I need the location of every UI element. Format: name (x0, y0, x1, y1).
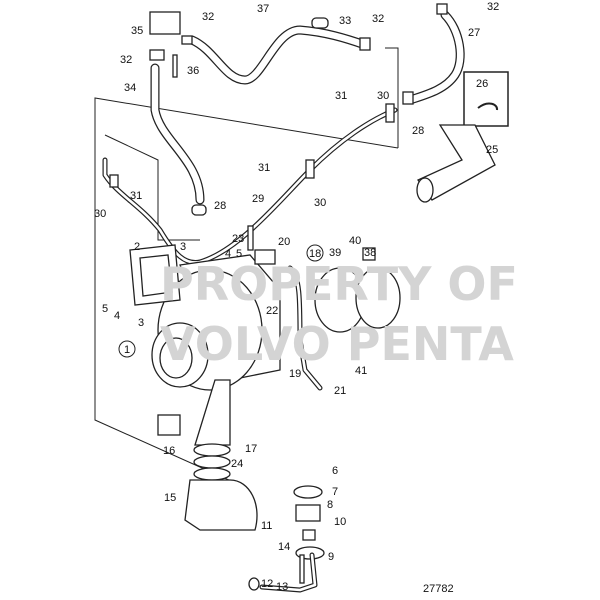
callout-label-21: 21 (334, 385, 346, 397)
hose-34 (150, 63, 205, 205)
bolt-23 (247, 225, 254, 251)
callout-label-36: 36 (187, 65, 199, 77)
callout-label-10: 10 (334, 516, 346, 528)
hose-27 (405, 10, 465, 105)
callout-label-11: 11 (261, 520, 272, 532)
callout-circle (306, 244, 324, 262)
callout-label-30: 30 (94, 208, 106, 220)
callout-label-32: 32 (202, 11, 214, 23)
callout-label-39: 39 (329, 247, 341, 259)
actuator-parts (247, 225, 401, 391)
callout-label-41: 41 (355, 365, 367, 377)
hose-37 (187, 25, 370, 85)
callout-label-7: 7 (332, 486, 338, 498)
assembly-frames (94, 47, 509, 486)
callout-label-33: 33 (339, 15, 351, 27)
clamp-33 (311, 17, 329, 29)
callout-label-18: 18 (309, 248, 321, 260)
callout-label-5: 5 (102, 303, 108, 315)
callout-label-27: 27 (468, 27, 480, 39)
callout-label-30: 30 (314, 197, 326, 209)
callout-label-4: 4 (114, 310, 120, 322)
callout-label-1: 1 (124, 344, 130, 356)
watermark-line-1: PROPERTY OF (160, 257, 518, 311)
oil-return-parts (248, 485, 325, 593)
callout-label-31: 31 (130, 190, 142, 202)
callout-label-2: 2 (134, 241, 140, 253)
bracket-30 (109, 174, 119, 188)
callout-label-25: 25 (486, 144, 498, 156)
clip-26 (477, 102, 499, 111)
callout-label-32: 32 (487, 1, 499, 13)
callout-label-3: 3 (138, 317, 144, 329)
watermark: PROPERTY OF VOLVO PENTA (160, 257, 518, 371)
detail-box-26 (463, 71, 509, 127)
bolt-36 (172, 54, 178, 78)
clamp-32 (359, 37, 371, 51)
bolt-14 (299, 554, 305, 584)
callout-label-19: 19 (289, 368, 301, 380)
block-7 (295, 504, 321, 522)
callout-label-4: 4 (225, 248, 231, 260)
callout-label-32: 32 (372, 13, 384, 25)
callout-label-22: 22 (266, 305, 278, 317)
hose-25 (416, 124, 496, 203)
callout-label-23: 23 (232, 233, 244, 245)
plug-40 (362, 247, 376, 261)
valve-20 (254, 249, 276, 265)
pipe-29 (102, 107, 398, 266)
bracket-30 (305, 159, 315, 179)
clamp-32 (181, 35, 193, 45)
clamp-28 (191, 204, 207, 216)
turbocharger-1 (129, 244, 281, 446)
callout-label-13: 13 (276, 581, 288, 593)
clamp-32 (149, 49, 165, 61)
callout-label-8: 8 (327, 499, 333, 511)
callout-label-26: 26 (476, 78, 488, 90)
gasket-6 (293, 485, 323, 499)
callout-label-28: 28 (412, 125, 424, 137)
callout-label-31: 31 (335, 90, 347, 102)
flange-38 (355, 267, 401, 329)
callout-label-29: 29 (252, 193, 264, 205)
elbow-15 (184, 443, 258, 531)
callout-label-6: 6 (332, 465, 338, 477)
drawing-number: 27782 (423, 583, 454, 595)
callout-label-15: 15 (164, 492, 176, 504)
callout-label-20: 20 (278, 236, 290, 248)
callout-label-30: 30 (377, 90, 389, 102)
callout-label-3: 3 (180, 241, 186, 253)
bracket-30 (385, 103, 395, 123)
callout-label-35: 35 (131, 25, 143, 37)
watermark-line-2: VOLVO PENTA (160, 317, 514, 371)
callout-label-31: 31 (258, 162, 270, 174)
callout-label-14: 14 (278, 541, 290, 553)
callout-label-32: 32 (120, 54, 132, 66)
sleeve-8 (302, 529, 316, 541)
callout-label-12: 12 (261, 578, 273, 590)
small-parts (109, 3, 499, 216)
callout-label-24: 24 (231, 458, 243, 470)
callout-label-38: 38 (364, 247, 376, 259)
callout-label-28: 28 (214, 200, 226, 212)
clamp-28 (402, 91, 414, 105)
valve-35 (149, 11, 181, 35)
seal-11 (248, 577, 260, 591)
callout-label-9: 9 (328, 551, 334, 563)
callout-label-37: 37 (257, 3, 269, 15)
callout-label-5: 5 (236, 248, 242, 260)
callout-label-16: 16 (163, 445, 175, 457)
callout-circle (118, 340, 136, 358)
callout-label-40: 40 (349, 235, 361, 247)
callout-label-17: 17 (245, 443, 257, 455)
clamp-32 (436, 3, 448, 15)
callout-label-34: 34 (124, 82, 136, 94)
